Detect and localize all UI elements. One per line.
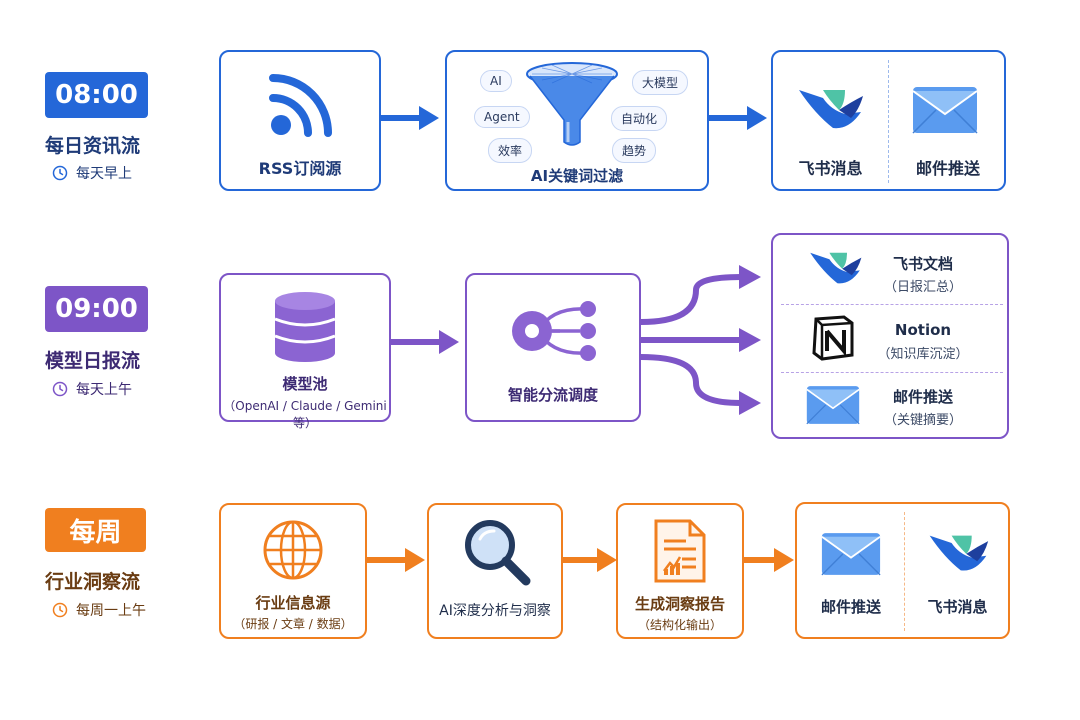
schedule-text: 每周一上午: [76, 603, 146, 619]
output-notion-sub: （知识库沉淀）: [877, 347, 969, 362]
flow-title-daily-news: 每日资讯流: [45, 135, 141, 157]
keyword-chip: 趋势: [612, 138, 657, 163]
arrow-right-icon: [391, 330, 459, 354]
keyword-chip: 大模型: [632, 70, 689, 95]
schedule-model-daily: 每天上午: [52, 379, 132, 399]
database-icon: [274, 292, 336, 362]
arrow-right-icon: [381, 106, 439, 130]
smart-router-label: 智能分流调度: [507, 386, 598, 404]
output-divider: [781, 372, 1003, 373]
clock-icon: [52, 381, 68, 397]
feishu-icon: [810, 252, 862, 284]
clock-icon: [52, 602, 68, 618]
globe-icon: [263, 520, 323, 580]
time-badge-daily-news: 08:00: [45, 72, 148, 118]
model-pool-card: 模型池 （OpenAI / Claude / Gemini等）: [219, 273, 391, 430]
output-email-push: 邮件推送: [820, 598, 881, 616]
output-email-push: 邮件推送: [892, 388, 953, 406]
notion-icon: [812, 315, 854, 361]
flow-title-model-daily: 模型日报流: [45, 350, 141, 372]
output-notion: Notion: [894, 321, 952, 339]
arrow-right-icon: [744, 548, 794, 572]
keyword-chip: Agent: [474, 106, 530, 128]
smart-router-card: 智能分流调度: [465, 273, 641, 422]
feishu-icon: [799, 90, 863, 129]
industry-source-label: 行业信息源: [255, 594, 331, 612]
keyword-chip: 自动化: [611, 106, 668, 131]
output-feishu-message: 飞书消息: [927, 598, 988, 616]
keyword-chip: AI: [480, 70, 512, 92]
time-badge-model-daily: 09:00: [45, 286, 148, 332]
schedule-weekly: 每周一上午: [52, 600, 146, 620]
clock-icon: [52, 165, 68, 181]
rss-source-label: RSS订阅源: [258, 159, 342, 178]
model-daily-outputs-card: 飞书文档 （日报汇总） Notion （知识库沉淀） 邮件推送 （关键摘要）: [771, 233, 1009, 439]
time-badge-weekly: 每周: [45, 508, 146, 552]
keyword-filter-card: AI 大模型 Agent 自动化 效率 趋势 AI关键词过滤: [445, 50, 709, 191]
keyword-filter-label: AI关键词过滤: [530, 167, 624, 185]
mail-icon: [821, 533, 881, 576]
output-feishu-doc-sub: （日报汇总）: [883, 280, 962, 295]
insight-outputs-card: 邮件推送 飞书消息: [795, 502, 1010, 639]
schedule-daily-news: 每天早上: [52, 163, 132, 183]
industry-source-sub: （研报 / 文章 / 数据）: [233, 617, 353, 631]
insight-report-sub: （结构化输出）: [637, 618, 722, 632]
mail-icon: [806, 386, 860, 425]
magnifier-icon: [465, 520, 531, 586]
insight-report-card: 生成洞察报告 （结构化输出）: [616, 503, 744, 639]
rss-source-card: RSS订阅源: [219, 50, 381, 191]
funnel-icon: [526, 62, 618, 146]
rss-icon: [269, 74, 332, 137]
output-feishu-doc: 飞书文档: [892, 255, 953, 273]
output-email-push-sub: （关键摘要）: [883, 413, 962, 428]
schedule-text: 每天上午: [76, 382, 132, 398]
router-nodes-icon: [512, 301, 596, 361]
schedule-text: 每天早上: [76, 166, 132, 182]
output-feishu-message: 飞书消息: [798, 159, 863, 178]
ai-analysis-label: AI深度分析与洞察: [439, 603, 551, 619]
ai-analysis-card: AI深度分析与洞察: [427, 503, 563, 639]
output-email-push: 邮件推送: [915, 159, 980, 178]
output-divider: [904, 512, 905, 631]
keyword-chip: 效率: [488, 138, 533, 163]
arrow-right-icon: [709, 106, 767, 130]
model-pool-sub: （OpenAI / Claude / Gemini等）: [223, 399, 387, 430]
model-pool-label: 模型池: [282, 375, 328, 393]
output-divider: [888, 60, 889, 183]
daily-news-outputs-card: 飞书消息 邮件推送: [771, 50, 1006, 191]
mail-icon: [912, 87, 978, 134]
output-divider: [781, 304, 1003, 305]
report-document-icon: [654, 519, 706, 583]
arrow-right-icon: [563, 548, 617, 572]
industry-source-card: 行业信息源 （研报 / 文章 / 数据）: [219, 503, 367, 639]
branch-arrows: [641, 265, 761, 415]
insight-report-label: 生成洞察报告: [634, 595, 725, 613]
feishu-icon: [929, 535, 989, 571]
arrow-right-icon: [367, 548, 425, 572]
flow-title-industry-insight: 行业洞察流: [45, 571, 141, 593]
